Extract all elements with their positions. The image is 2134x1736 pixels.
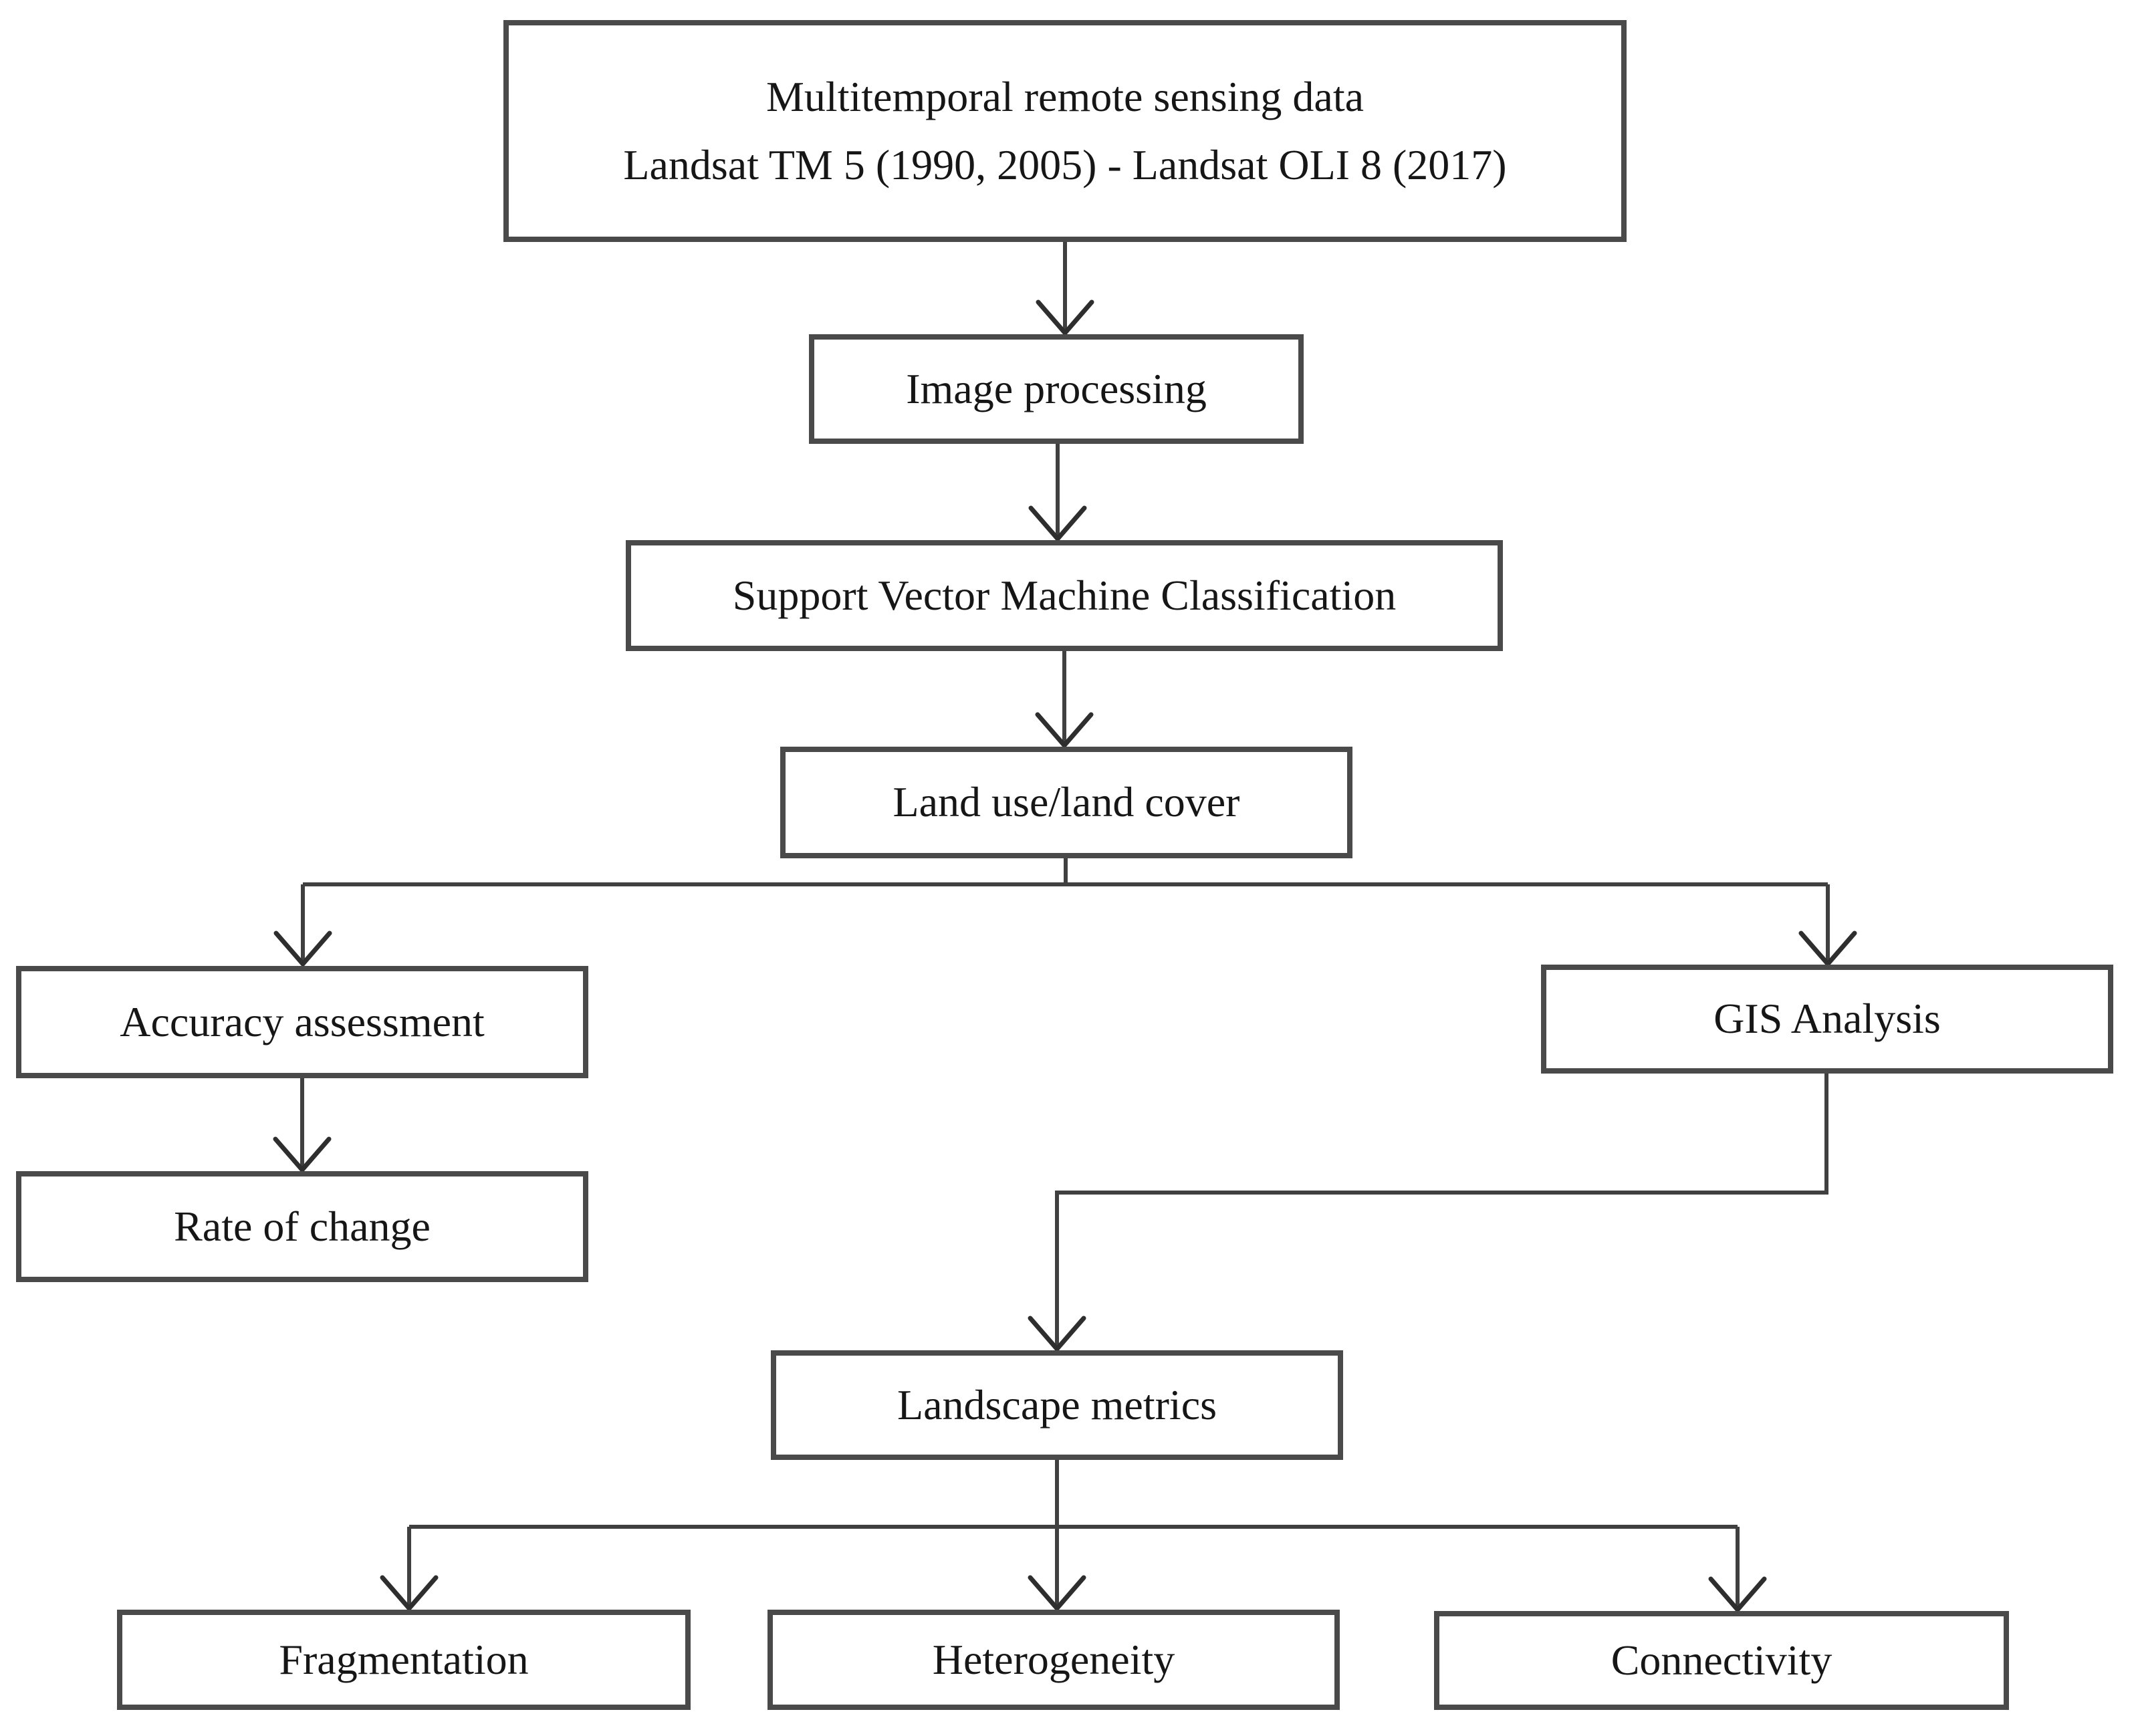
node-gis-analysis: GIS Analysis	[1541, 965, 2113, 1074]
node-rate-of-change: Rate of change	[16, 1171, 588, 1282]
node-gis-label: GIS Analysis	[1713, 995, 1941, 1043]
arrowhead-connectivity	[1708, 1576, 1767, 1614]
arrowhead-heterogeneity	[1028, 1575, 1086, 1612]
node-multitemporal-line2: Landsat TM 5 (1990, 2005) - Landsat OLI …	[623, 141, 1507, 189]
node-multitemporal-data: Multitemporal remote sensing data Landsa…	[503, 20, 1627, 242]
arrowhead-lulc	[1035, 712, 1094, 749]
node-heterogeneity-label: Heterogeneity	[932, 1635, 1175, 1683]
node-image-processing: Image processing	[809, 334, 1304, 444]
arrowhead-svm	[1028, 505, 1087, 543]
arrowhead-accuracy	[273, 931, 332, 968]
edge-lulc-branch	[301, 858, 1830, 963]
node-fragmentation-label: Fragmentation	[279, 1635, 529, 1683]
arrowhead-imageprocessing	[1036, 299, 1094, 337]
node-landscape-metrics: Landscape metrics	[771, 1350, 1343, 1460]
node-svm-label: Support Vector Machine Classification	[732, 571, 1397, 619]
node-landscape-metrics-label: Landscape metrics	[897, 1380, 1217, 1429]
node-svm-classification: Support Vector Machine Classification	[626, 540, 1503, 651]
node-multitemporal-line1: Multitemporal remote sensing data	[766, 72, 1364, 120]
node-accuracy-assessment: Accuracy assessment	[16, 966, 588, 1078]
node-accuracy-label: Accuracy assessment	[120, 997, 485, 1045]
node-connectivity-label: Connectivity	[1611, 1636, 1832, 1684]
edge-landscapemetrics-branch	[407, 1460, 1740, 1608]
node-rate-of-change-label: Rate of change	[174, 1202, 431, 1250]
arrowhead-gis	[1798, 931, 1857, 968]
node-land-use-land-cover: Land use/land cover	[780, 747, 1352, 858]
arrowhead-rateofchange	[273, 1136, 332, 1174]
arrowhead-fragmentation	[380, 1575, 439, 1612]
node-fragmentation: Fragmentation	[117, 1610, 691, 1710]
edge-gis-landscapemetrics	[1055, 1074, 1828, 1348]
arrowhead-landscapemetrics	[1028, 1316, 1086, 1353]
node-lulc-label: Land use/land cover	[893, 778, 1240, 826]
node-heterogeneity: Heterogeneity	[767, 1610, 1340, 1710]
node-connectivity: Connectivity	[1434, 1611, 2009, 1710]
node-image-processing-label: Image processing	[906, 364, 1207, 412]
